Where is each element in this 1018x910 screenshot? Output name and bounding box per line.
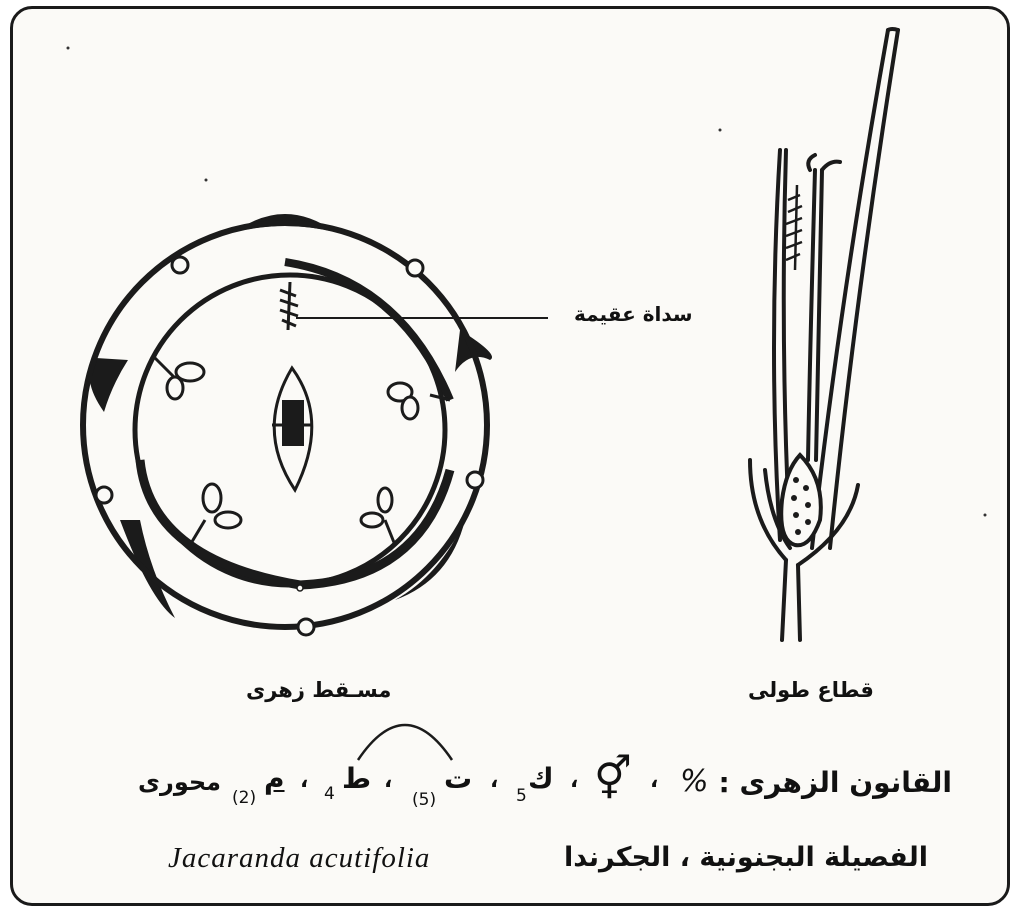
formula-ovary: م bbox=[264, 762, 285, 795]
formula-stamens-count: 4 bbox=[324, 784, 335, 804]
formula-ovary-count: (2) bbox=[232, 788, 256, 808]
formula-separator: ، bbox=[570, 768, 578, 793]
formula-placentation: محورى bbox=[138, 768, 221, 796]
species-latin-name: Jacaranda acutifolia bbox=[168, 842, 430, 875]
formula-symmetry: % bbox=[680, 764, 709, 799]
section-staminode bbox=[786, 185, 802, 270]
formula-title: القانون الزهرى : bbox=[719, 766, 952, 799]
formula-calyx-count: 5 bbox=[516, 786, 527, 806]
ovary bbox=[272, 368, 312, 490]
formula-corolla-arc bbox=[358, 725, 452, 760]
formula-separator: ، bbox=[384, 768, 392, 793]
formula-corolla-count: (5) bbox=[412, 790, 436, 810]
family-genus-arabic: الفصيلة البجنونية ، الجكرندا bbox=[564, 842, 928, 873]
staminode bbox=[280, 282, 298, 330]
floral-diagram-label: مسـقط زهرى bbox=[246, 678, 391, 702]
formula-separator: ، bbox=[490, 768, 498, 793]
formula-sex-symbol: ⚥ bbox=[594, 754, 632, 803]
formula-stamens: ط bbox=[342, 762, 371, 795]
longitudinal-section bbox=[750, 29, 898, 640]
formula-calyx: ك bbox=[528, 762, 554, 795]
floral-formula: القانون الزهرى : % ، ⚥ ، ك 5 ، ت (5) ، ط… bbox=[0, 758, 1018, 828]
formula-separator: ، bbox=[300, 768, 308, 793]
formula-corolla: ت bbox=[444, 762, 472, 795]
staminode-label: سداة عقيمة bbox=[574, 302, 693, 326]
longitudinal-section-label: قطاع طولى bbox=[748, 678, 874, 702]
formula-separator: ، bbox=[650, 768, 658, 793]
floral-diagram bbox=[83, 214, 492, 635]
